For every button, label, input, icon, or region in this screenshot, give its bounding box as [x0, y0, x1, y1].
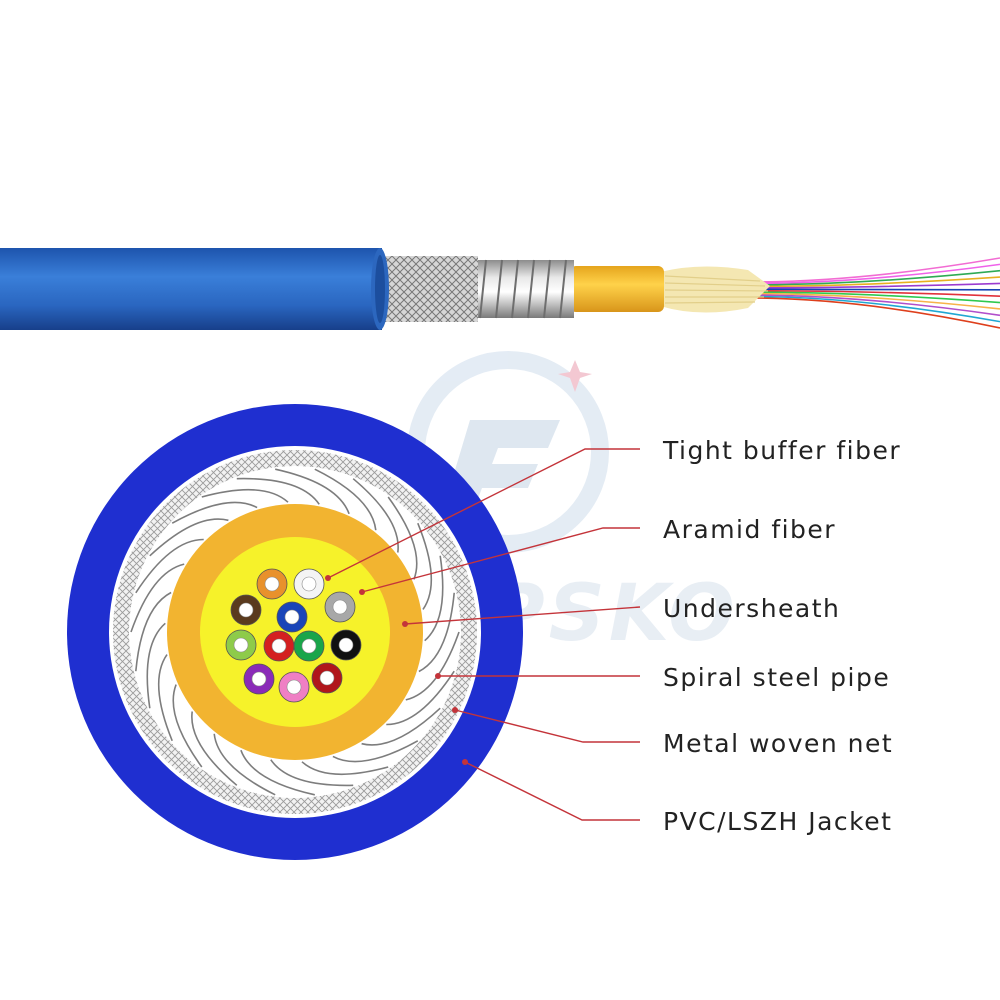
spiral-steel-line	[149, 518, 229, 557]
fiber-strand	[749, 269, 1000, 286]
spiral-steel-line	[387, 496, 418, 580]
spiral-steel-line	[240, 749, 315, 796]
fiber-strand	[749, 294, 1000, 317]
leader-line	[361, 527, 640, 593]
spiral-steel-line	[270, 759, 354, 787]
fiber-brown-core	[238, 602, 254, 618]
aramid-yarn-tuft	[660, 266, 770, 313]
spiral-steel-line	[172, 684, 203, 768]
fiber-strand	[749, 295, 1000, 323]
leader-line	[327, 448, 640, 579]
undersheath-segment	[570, 266, 664, 312]
spiral-steel-line	[135, 591, 172, 672]
fiber-light-green-core	[233, 637, 249, 653]
label-aramid-fiber: Aramid fiber	[663, 515, 836, 544]
leader-line	[404, 606, 641, 625]
spiral-steel-line	[424, 555, 444, 642]
fiber-black-core	[338, 637, 354, 653]
tight-buffer-fibers	[225, 568, 362, 703]
labels: Tight buffer fiber Aramid fiber Undershe…	[662, 436, 901, 836]
fiber-strand	[749, 257, 1000, 283]
spiral-steel-line	[405, 631, 460, 701]
leader-dot	[359, 589, 365, 595]
spiral-steel-pipe-ring	[130, 468, 460, 796]
spiral-steel-line	[352, 478, 399, 553]
fiber-red-core	[271, 638, 287, 654]
fiber-strand	[749, 297, 1000, 329]
fiber-strand	[749, 282, 1000, 289]
fiber-pink-core	[286, 679, 302, 695]
label-pvc-lszh-jacket: PVC/LSZH Jacket	[663, 807, 892, 836]
fiber-strands	[749, 257, 1000, 329]
leader-dot	[402, 621, 408, 627]
fiber-orange-core	[264, 576, 280, 592]
spiral-steel-line	[213, 733, 276, 796]
fiber-grey-core	[332, 599, 348, 615]
leader-dot	[452, 707, 458, 713]
fiber-strand	[749, 276, 1000, 288]
label-tight-buffer-fiber: Tight buffer fiber	[662, 436, 901, 465]
fiber-strand	[749, 292, 1000, 310]
leader-dot	[462, 759, 468, 765]
spiral-steel-line	[275, 468, 350, 515]
leader-dot	[435, 673, 441, 679]
label-metal-woven-net: Metal woven net	[663, 729, 893, 758]
spiral-steel-line	[191, 711, 238, 786]
fiber-dark-red-core	[319, 670, 335, 686]
metal-woven-net-segment	[376, 256, 478, 322]
fiber-strand	[749, 289, 1000, 297]
fiber-green-core	[301, 638, 317, 654]
spiral-steel-pipe-segment	[474, 259, 574, 319]
label-undersheath: Undersheath	[663, 594, 840, 623]
leader-lines	[325, 448, 641, 821]
spiral-steel-line	[418, 592, 455, 673]
fiber-strand	[749, 288, 1000, 291]
spiral-steel-line	[332, 740, 419, 763]
spiral-steel-line	[386, 670, 455, 726]
blue-jacket-segment	[0, 248, 389, 330]
spiral-steel-line	[201, 488, 289, 503]
spiral-steel-line	[301, 761, 389, 776]
cable-cross-section	[67, 404, 523, 860]
spiral-steel-line	[314, 468, 377, 531]
spiral-steel-line	[146, 622, 166, 709]
fiber-blue-core	[284, 609, 300, 625]
label-spiral-steel-pipe: Spiral steel pipe	[663, 663, 890, 692]
fiber-strand	[749, 263, 1000, 285]
fiber-violet-core	[251, 671, 267, 687]
leader-line	[454, 709, 640, 743]
leader-line	[464, 761, 640, 821]
cable-side-view	[0, 248, 1000, 330]
leader-dot	[325, 575, 331, 581]
spiral-steel-line	[135, 538, 204, 594]
spiral-steel-line	[236, 477, 320, 505]
fiber-white-core	[301, 576, 317, 592]
spiral-steel-line	[417, 522, 433, 610]
spiral-steel-line	[157, 654, 173, 742]
fiber-strand	[749, 291, 1000, 304]
spiral-steel-line	[171, 501, 258, 524]
spiral-steel-line	[130, 563, 185, 633]
spiral-steel-line	[361, 707, 441, 746]
